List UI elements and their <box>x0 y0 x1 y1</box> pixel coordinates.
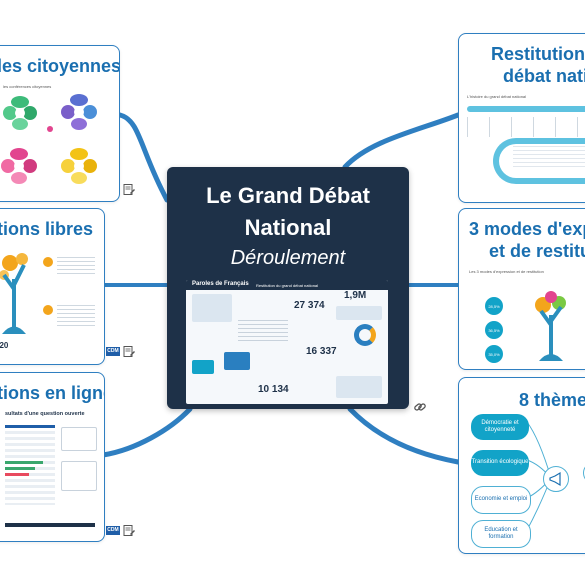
text-lines-1 <box>57 257 95 277</box>
card-caption: Les 3 modes d'expression et de restituti… <box>469 269 544 274</box>
tree-illustration <box>0 249 36 334</box>
note-icon[interactable] <box>122 183 136 197</box>
flower-green <box>3 96 37 130</box>
branch-top-right <box>342 112 461 170</box>
card-title-line2: et de restitut <box>489 241 585 261</box>
cdm-badge-icon: CDM <box>106 526 120 535</box>
infographic-block-5 <box>336 376 382 398</box>
infographic-lines <box>238 320 288 344</box>
card-caption: L'histoire du grand débat national <box>467 94 527 99</box>
central-title-line2: National <box>244 215 332 240</box>
card-contributions-en-ligne[interactable]: tions en ligne sultats d'une question ou… <box>0 372 105 542</box>
central-node[interactable]: Le Grand Débat National Déroulement Paro… <box>167 167 409 409</box>
infographic-banner: Paroles de Français Restitution du grand… <box>186 280 388 290</box>
timeline-track-1 <box>467 106 585 112</box>
infographic-thumbnail: Paroles de Français Restitution du grand… <box>186 280 388 404</box>
infographic-figure-3: 10 134 <box>258 384 289 395</box>
infographic-block-2 <box>192 360 214 374</box>
note-icon[interactable] <box>122 524 136 538</box>
card-title: 8 thème <box>519 390 585 410</box>
card-caption: les conférences citoyennes <box>3 84 52 89</box>
mode-bubble-1: 28,5% <box>485 297 503 315</box>
card-title-line1: Restitution G <box>491 44 585 64</box>
infographic-figure-4: 16 337 <box>306 346 337 357</box>
card-huit-themes[interactable]: 8 thème Démocratie et citoyenneté Transi… <box>458 377 585 554</box>
accent-dots <box>47 126 53 132</box>
cdm-badge-icon: CDM <box>106 347 120 356</box>
branch-bottom-right <box>347 406 461 465</box>
tree-illustration <box>531 291 571 361</box>
card-title: tions libres <box>0 219 94 239</box>
card-title-line1: 3 modes d'expr <box>469 219 585 239</box>
central-title-line1: Le Grand Débat <box>206 183 370 208</box>
footer-line <box>5 523 95 527</box>
flower-pink <box>1 148 37 184</box>
mode-bubble-2: 36,5% <box>485 321 503 339</box>
card-trois-modes[interactable]: 3 modes d'expr et de restitut Les 3 mode… <box>458 208 585 370</box>
central-subtitle: Déroulement <box>230 247 346 269</box>
mode-bubble-3: 35,0% <box>485 345 503 363</box>
branch-top-left <box>117 112 170 203</box>
note-icon[interactable] <box>122 345 136 359</box>
side-note-2 <box>61 461 97 491</box>
theme-economie[interactable]: Economie et emploi <box>471 486 531 514</box>
flower-purple <box>61 94 97 130</box>
infographic-banner-sub: Restitution du grand débat national <box>256 283 319 288</box>
infographic-block-3 <box>224 352 250 370</box>
infographic-figure-1: 27 374 <box>294 300 325 311</box>
card-title-line2: débat natio <box>503 66 585 86</box>
card-title: les citoyennes <box>0 56 120 76</box>
card-title: tions en ligne <box>0 383 105 403</box>
theme-transition[interactable]: Transition écologique <box>471 450 529 476</box>
card-contributions-libres[interactable]: tions libres 020 <box>0 208 105 365</box>
branch-bottom-left <box>100 406 193 458</box>
infographic-donut <box>354 324 376 346</box>
timeline-curve <box>493 138 585 184</box>
timeline-dots-1 <box>467 117 585 137</box>
infographic-block-4 <box>336 306 382 320</box>
side-note-1 <box>61 427 97 451</box>
theme-democratie[interactable]: Démocratie et citoyenneté <box>471 414 529 440</box>
infographic-block-1 <box>192 294 232 322</box>
megaphone-icon <box>543 466 569 492</box>
timeline-text <box>513 146 585 170</box>
card-footer: 020 <box>0 341 9 350</box>
card-restitution[interactable]: Restitution G débat natio L'histoire du … <box>458 33 585 203</box>
stat-circle-1 <box>43 257 53 267</box>
text-lines-2 <box>57 305 95 329</box>
link-icon[interactable] <box>413 400 427 414</box>
chart-table <box>5 425 55 505</box>
stat-circle-2 <box>43 305 53 315</box>
card-conferences-citoyennes[interactable]: les citoyennes les conférences citoyenne… <box>0 45 120 202</box>
theme-education[interactable]: Education et formation <box>471 520 531 548</box>
infographic-banner-title: Paroles de Français <box>192 281 249 287</box>
flower-yellow <box>61 148 97 184</box>
infographic-figure-2: 1,9M <box>344 290 367 301</box>
card-subtitle: sultats d'une question ouverte <box>5 411 85 417</box>
